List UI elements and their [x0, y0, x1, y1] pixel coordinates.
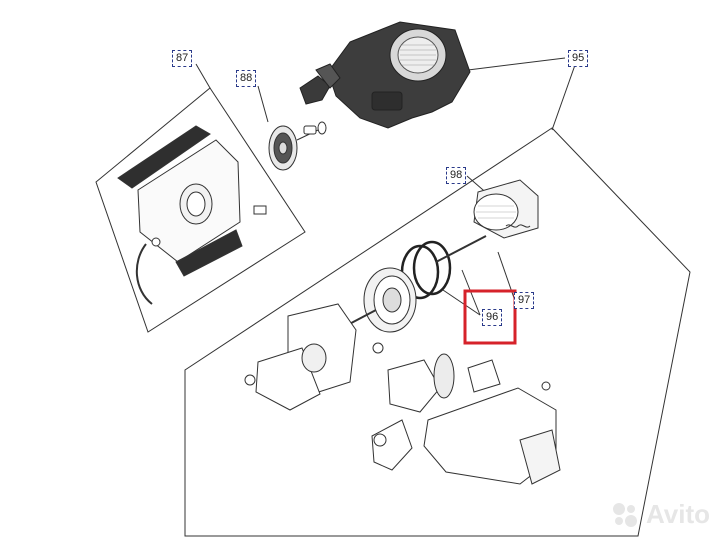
- leader-88: [257, 85, 269, 123]
- part-label-98: 98: [446, 167, 467, 184]
- gear-train-part: [371, 353, 561, 485]
- leader-87: [195, 63, 211, 89]
- part-label-87: 87: [172, 50, 193, 67]
- part-label-95: 95: [568, 50, 589, 67]
- part-label-96: 96: [482, 309, 503, 326]
- leader-95: [467, 57, 566, 71]
- watermark-text: Avito: [645, 499, 710, 529]
- highlight-frame-96: [463, 289, 517, 345]
- part-label-97: 97: [514, 292, 535, 309]
- avito-logo-icon: [612, 502, 637, 527]
- leader-96: [442, 289, 481, 316]
- cover-spring-part: [473, 179, 539, 239]
- part-label-88: 88: [236, 70, 257, 87]
- rotor-part: [337, 235, 487, 333]
- leader-95b: [551, 64, 576, 131]
- assembly-87-outline: [95, 87, 306, 333]
- gear-part: [268, 121, 327, 171]
- mount-assembly-part: [117, 125, 267, 305]
- avito-watermark: Avito: [610, 499, 710, 530]
- motor-housing-part: [299, 21, 471, 129]
- lower-housing-part: [244, 303, 384, 411]
- assembly-95-outline: [184, 127, 691, 537]
